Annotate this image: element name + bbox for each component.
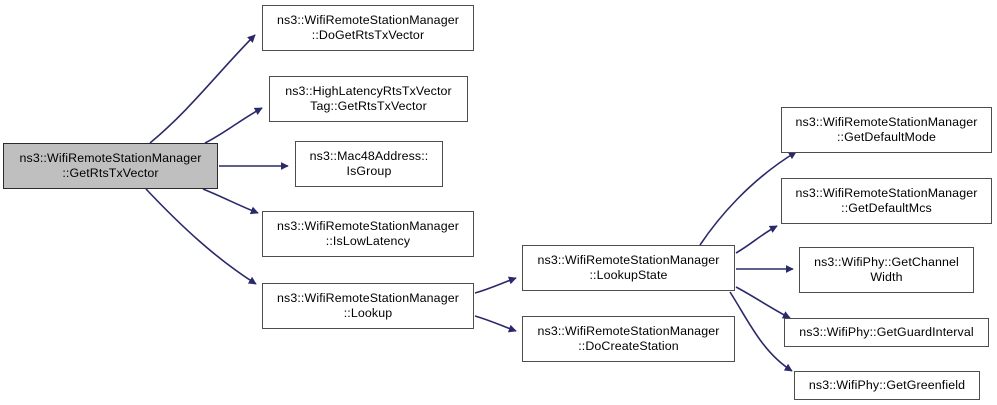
node-get-greenfield[interactable]: ns3::WifiPhy::GetGreenfield xyxy=(794,371,980,400)
node-label: ns3::WifiRemoteStationManager ::GetRtsTx… xyxy=(19,151,202,180)
edge-lookup-state-to-get-greenfield xyxy=(729,291,793,372)
edge-lookup-state-to-get-default-mcs xyxy=(735,225,778,254)
node-label: ns3::WifiRemoteStationManager ::DoGetRts… xyxy=(277,13,459,42)
node-get-rts-tx-vector[interactable]: ns3::WifiRemoteStationManager ::GetRtsTx… xyxy=(3,143,218,189)
node-is-low-latency[interactable]: ns3::WifiRemoteStationManager ::IsLowLat… xyxy=(262,211,474,257)
node-get-channel-width[interactable]: ns3::WifiPhy::GetChannel Width xyxy=(799,247,974,293)
node-get-default-mode[interactable]: ns3::WifiRemoteStationManager ::GetDefau… xyxy=(781,107,992,153)
node-get-guard-interval[interactable]: ns3::WifiPhy::GetGuardInterval xyxy=(784,318,989,347)
edge-root-to-do-get-rts-tx-vector xyxy=(149,34,256,144)
node-label: ns3::WifiRemoteStationManager ::Lookup xyxy=(277,291,459,320)
edge-root-to-is-low-latency xyxy=(202,188,259,215)
node-get-default-mcs[interactable]: ns3::WifiRemoteStationManager ::GetDefau… xyxy=(781,178,992,224)
node-label: ns3::WifiRemoteStationManager ::GetDefau… xyxy=(795,115,978,144)
edge-lookup-to-do-create-station xyxy=(474,315,517,333)
node-label: ns3::WifiPhy::GetGreenfield xyxy=(808,378,966,392)
node-lookup-state[interactable]: ns3::WifiRemoteStationManager ::LookupSt… xyxy=(522,245,735,291)
node-lookup[interactable]: ns3::WifiRemoteStationManager ::Lookup xyxy=(262,283,474,329)
node-label: ns3::Mac48Address:: IsGroup xyxy=(309,149,429,178)
node-label: ns3::HighLatencyRtsTxVector Tag::GetRtsT… xyxy=(285,84,452,113)
node-label: ns3::WifiPhy::GetGuardInterval xyxy=(799,325,974,339)
node-label: ns3::WifiRemoteStationManager ::LookupSt… xyxy=(537,253,720,282)
node-label: ns3::WifiRemoteStationManager ::IsLowLat… xyxy=(277,219,459,248)
node-label: ns3::WifiPhy::GetChannel Width xyxy=(814,255,959,284)
node-label: ns3::WifiRemoteStationManager ::DoCreate… xyxy=(537,324,720,353)
edge-lookup-state-to-get-guard-interval xyxy=(735,286,791,319)
node-do-create-station[interactable]: ns3::WifiRemoteStationManager ::DoCreate… xyxy=(522,316,735,362)
node-high-latency-rts-tx-vector-tag[interactable]: ns3::HighLatencyRtsTxVector Tag::GetRtsT… xyxy=(269,76,468,122)
node-label: ns3::WifiRemoteStationManager ::GetDefau… xyxy=(795,186,978,215)
edge-root-to-lookup xyxy=(145,188,257,285)
node-do-get-rts-tx-vector[interactable]: ns3::WifiRemoteStationManager ::DoGetRts… xyxy=(262,5,474,51)
edge-lookup-to-lookup-state xyxy=(474,276,517,294)
node-mac48-address-is-group[interactable]: ns3::Mac48Address:: IsGroup xyxy=(295,141,443,187)
edge-root-to-high-latency-tag xyxy=(204,107,263,144)
